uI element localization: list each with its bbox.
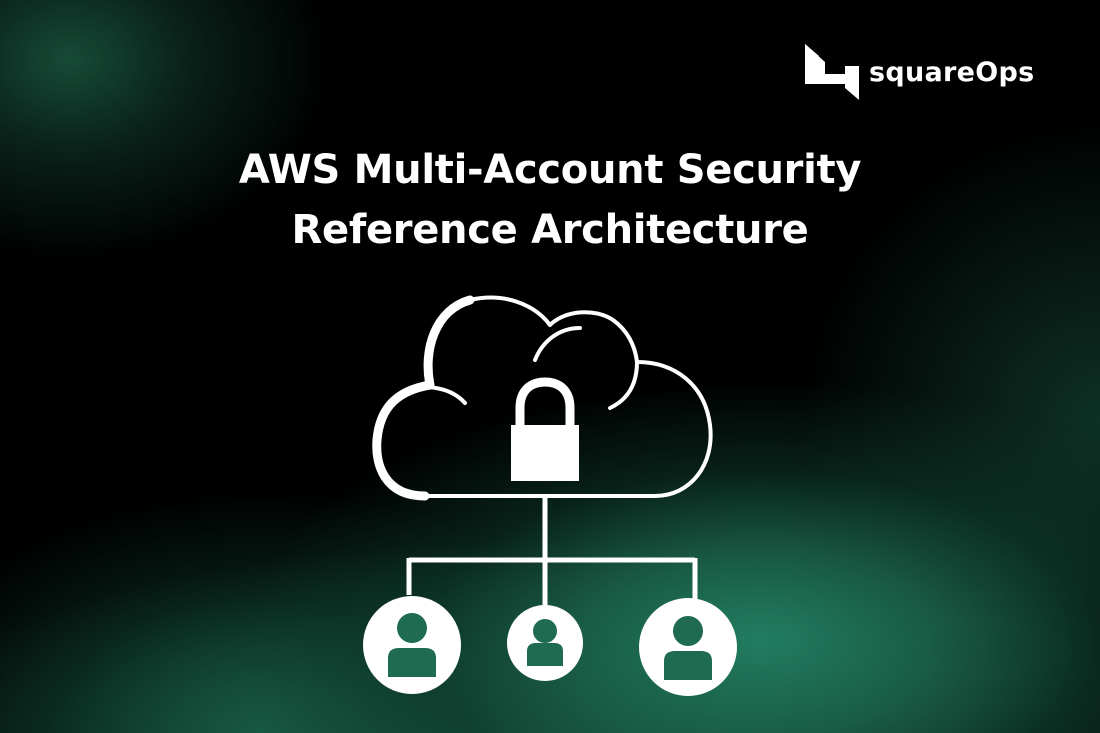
squareops-logo-icon [805,44,859,100]
hierarchy-connector [406,496,698,622]
cloud-security-illustration [363,295,737,696]
brand-name: squareOps [869,56,1035,88]
page-title: AWS Multi-Account Security Reference Arc… [0,140,1100,260]
cloud-icon [372,295,713,501]
user-icon [363,596,461,694]
title-line-1: AWS Multi-Account Security [238,147,862,193]
user-icon [639,598,737,696]
padlock-icon [511,377,579,481]
brand-logo: squareOps [805,44,1035,100]
user-icon [507,605,583,681]
title-line-2: Reference Architecture [291,207,809,253]
